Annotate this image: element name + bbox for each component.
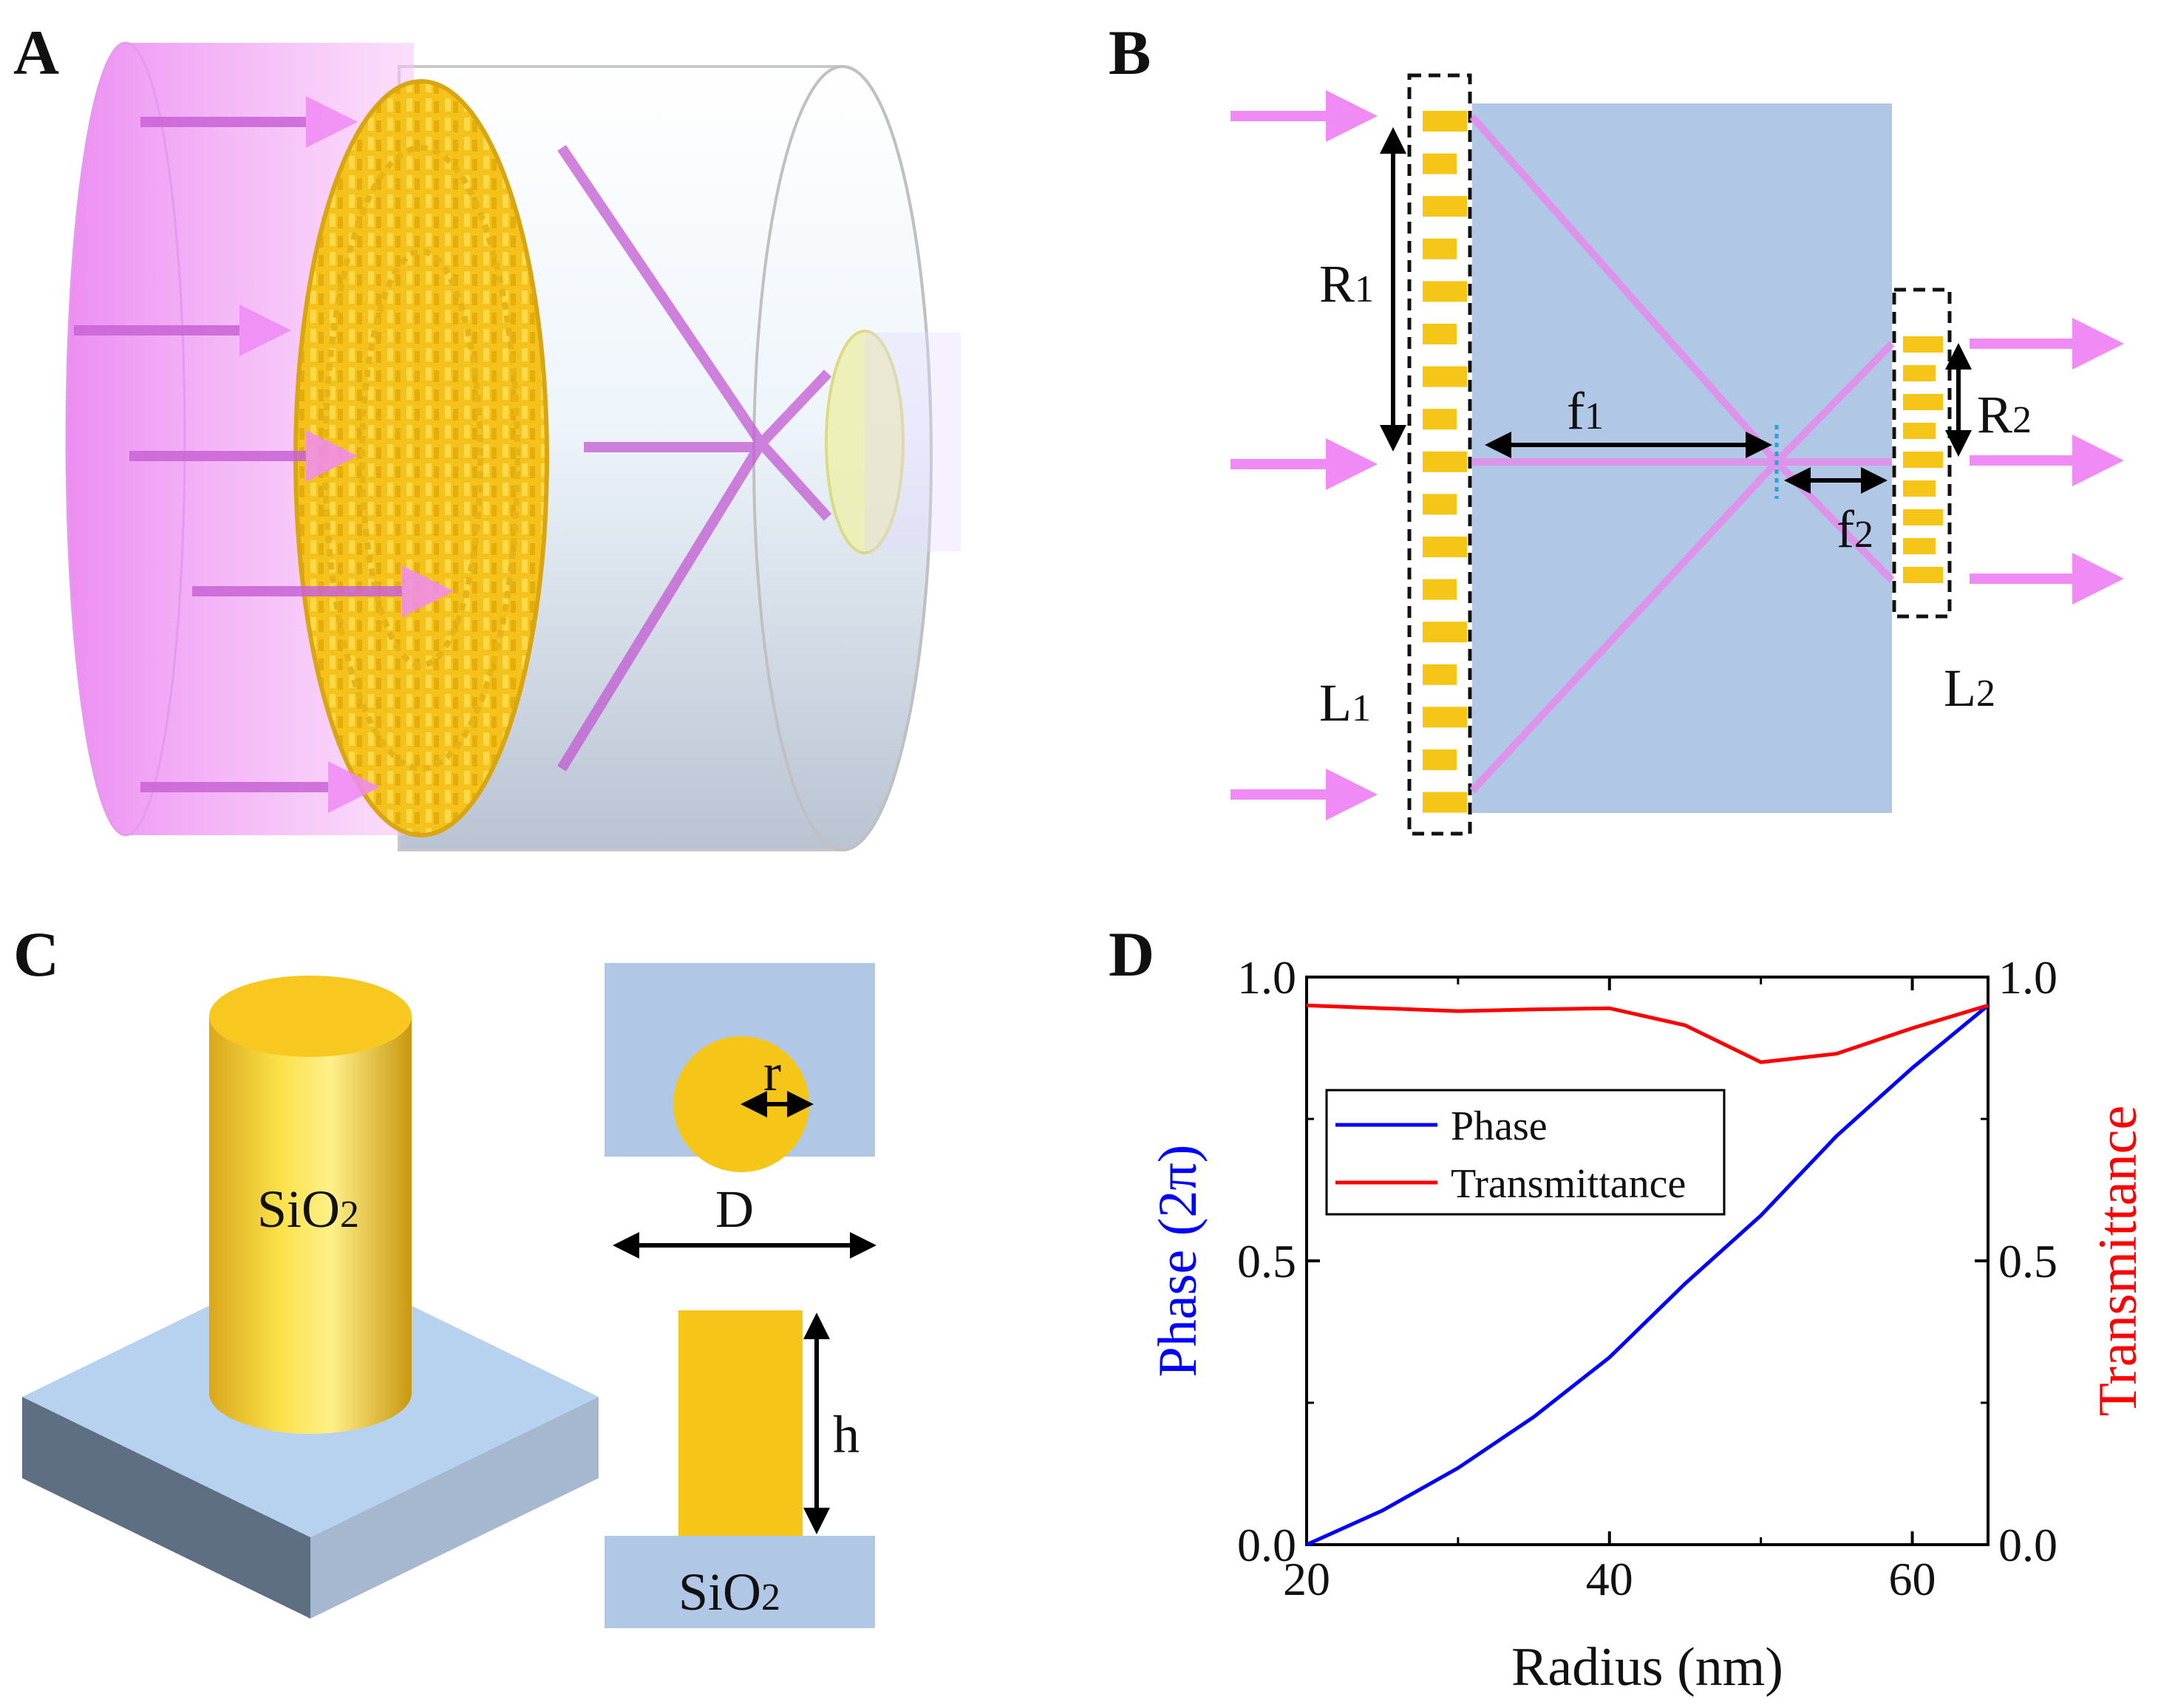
metalens-l2-disc xyxy=(825,330,905,554)
substrate-label: SiO2 xyxy=(678,1562,780,1622)
y-right-tick-label: 0.5 xyxy=(1998,1235,2057,1287)
incident-arrows xyxy=(74,96,454,813)
l1-pillar xyxy=(1423,707,1467,728)
radius-label: r xyxy=(763,1043,781,1102)
substrate-block-right xyxy=(310,1397,599,1619)
substrate-side-view xyxy=(605,1536,875,1628)
l2-pillars xyxy=(1903,336,1943,583)
output-beam xyxy=(865,333,961,551)
panel-d-letter: D xyxy=(1109,919,1154,990)
x-tick-label: 40 xyxy=(1586,1553,1633,1605)
l1-pillar xyxy=(1423,792,1467,813)
height-label: h xyxy=(833,1405,860,1464)
y-left-axis-label-main: Phase ( xyxy=(1148,1218,1208,1378)
l1-pillar xyxy=(1423,196,1467,217)
panel-a: A xyxy=(13,17,961,851)
plot-frame xyxy=(1305,976,1989,1546)
y-left-axis-label-unit: 2π xyxy=(1148,1163,1208,1217)
l1-label: L1 xyxy=(1319,673,1371,732)
pillar-side-view xyxy=(678,1310,803,1536)
panel-c: C SiO2 r D h SiO2 xyxy=(13,919,877,1628)
y-right-axis-label: Transmittance xyxy=(2088,1106,2148,1417)
x-axis-label: Radius (nm) xyxy=(1511,1637,1783,1698)
substrate-block-left xyxy=(22,1397,310,1619)
beam-face xyxy=(65,41,186,837)
l1-pillar xyxy=(1423,409,1457,430)
l1-pillar xyxy=(1423,111,1467,132)
pillar-label: SiO2 xyxy=(257,1180,359,1239)
y-left-tick-label: 0.0 xyxy=(1237,1519,1296,1571)
panel-b: B xyxy=(1109,17,2124,836)
dimension-arrows-b xyxy=(1380,127,1972,494)
r1-label: R1 xyxy=(1319,254,1374,313)
f2-label: f2 xyxy=(1837,500,1873,559)
l2-pillar xyxy=(1903,365,1936,381)
l1-pillar xyxy=(1423,153,1457,174)
l1-pillar xyxy=(1423,622,1467,643)
r2-label: R2 xyxy=(1977,385,2032,444)
l1-pillar xyxy=(1423,537,1467,557)
panel-a-letter: A xyxy=(13,17,59,88)
input-arrows-b xyxy=(1231,90,1378,820)
focusing-rays xyxy=(1469,114,1895,794)
l2-pillar xyxy=(1903,394,1943,410)
panel-b-letter: B xyxy=(1109,17,1151,88)
l1-pillar xyxy=(1423,281,1467,302)
legend-label-transmittance: Transmittance xyxy=(1451,1161,1686,1207)
f1-label: f1 xyxy=(1567,381,1604,440)
y-right-tick-label: 0.0 xyxy=(1998,1519,2057,1571)
l1-pillar xyxy=(1423,494,1457,515)
metalens-l1-rings-inner xyxy=(359,248,483,668)
legend-box xyxy=(1325,1089,1726,1216)
l1-pillar xyxy=(1423,324,1457,344)
output-arrows-b xyxy=(1970,318,2124,605)
y-left-axis-label: Phase (2π) xyxy=(1148,1145,1208,1378)
gold-pillar-body xyxy=(209,1016,412,1434)
x-tick-label: 20 xyxy=(1283,1553,1330,1605)
l1-pillar xyxy=(1423,579,1457,600)
legend-label-phase: Phase xyxy=(1451,1103,1548,1149)
period-label: D xyxy=(715,1180,754,1239)
l2-pillar xyxy=(1903,567,1943,583)
l2-pillar xyxy=(1903,423,1936,439)
converging-rays xyxy=(557,145,832,772)
gold-pillar-top xyxy=(209,976,412,1057)
x-tick-label: 60 xyxy=(1889,1553,1936,1605)
l2-pillar xyxy=(1903,538,1936,554)
l1-pillar xyxy=(1423,238,1457,259)
l1-pillar xyxy=(1423,366,1467,387)
series-line-phase xyxy=(1305,1004,1989,1547)
y-left-tick-label: 1.0 xyxy=(1237,951,1296,1004)
y-left-axis-label-close: ) xyxy=(1148,1145,1208,1163)
l1-pillar xyxy=(1423,664,1457,685)
l2-label: L2 xyxy=(1944,659,1995,718)
panel-c-letter: C xyxy=(13,919,59,990)
l2-pillar xyxy=(1903,509,1943,525)
y-left-tick-label: 0.5 xyxy=(1237,1235,1296,1287)
l1-pillar xyxy=(1423,749,1457,770)
l2-pillar xyxy=(1903,480,1936,497)
l2-pillar xyxy=(1903,336,1943,353)
l1-pillars xyxy=(1423,111,1467,813)
series-line-transmittance xyxy=(1306,1003,1989,1064)
l1-dashed-box xyxy=(1407,73,1472,836)
y-right-tick-label: 1.0 xyxy=(1998,951,2057,1004)
l2-pillar xyxy=(1903,452,1943,468)
l1-pillar xyxy=(1423,451,1467,472)
